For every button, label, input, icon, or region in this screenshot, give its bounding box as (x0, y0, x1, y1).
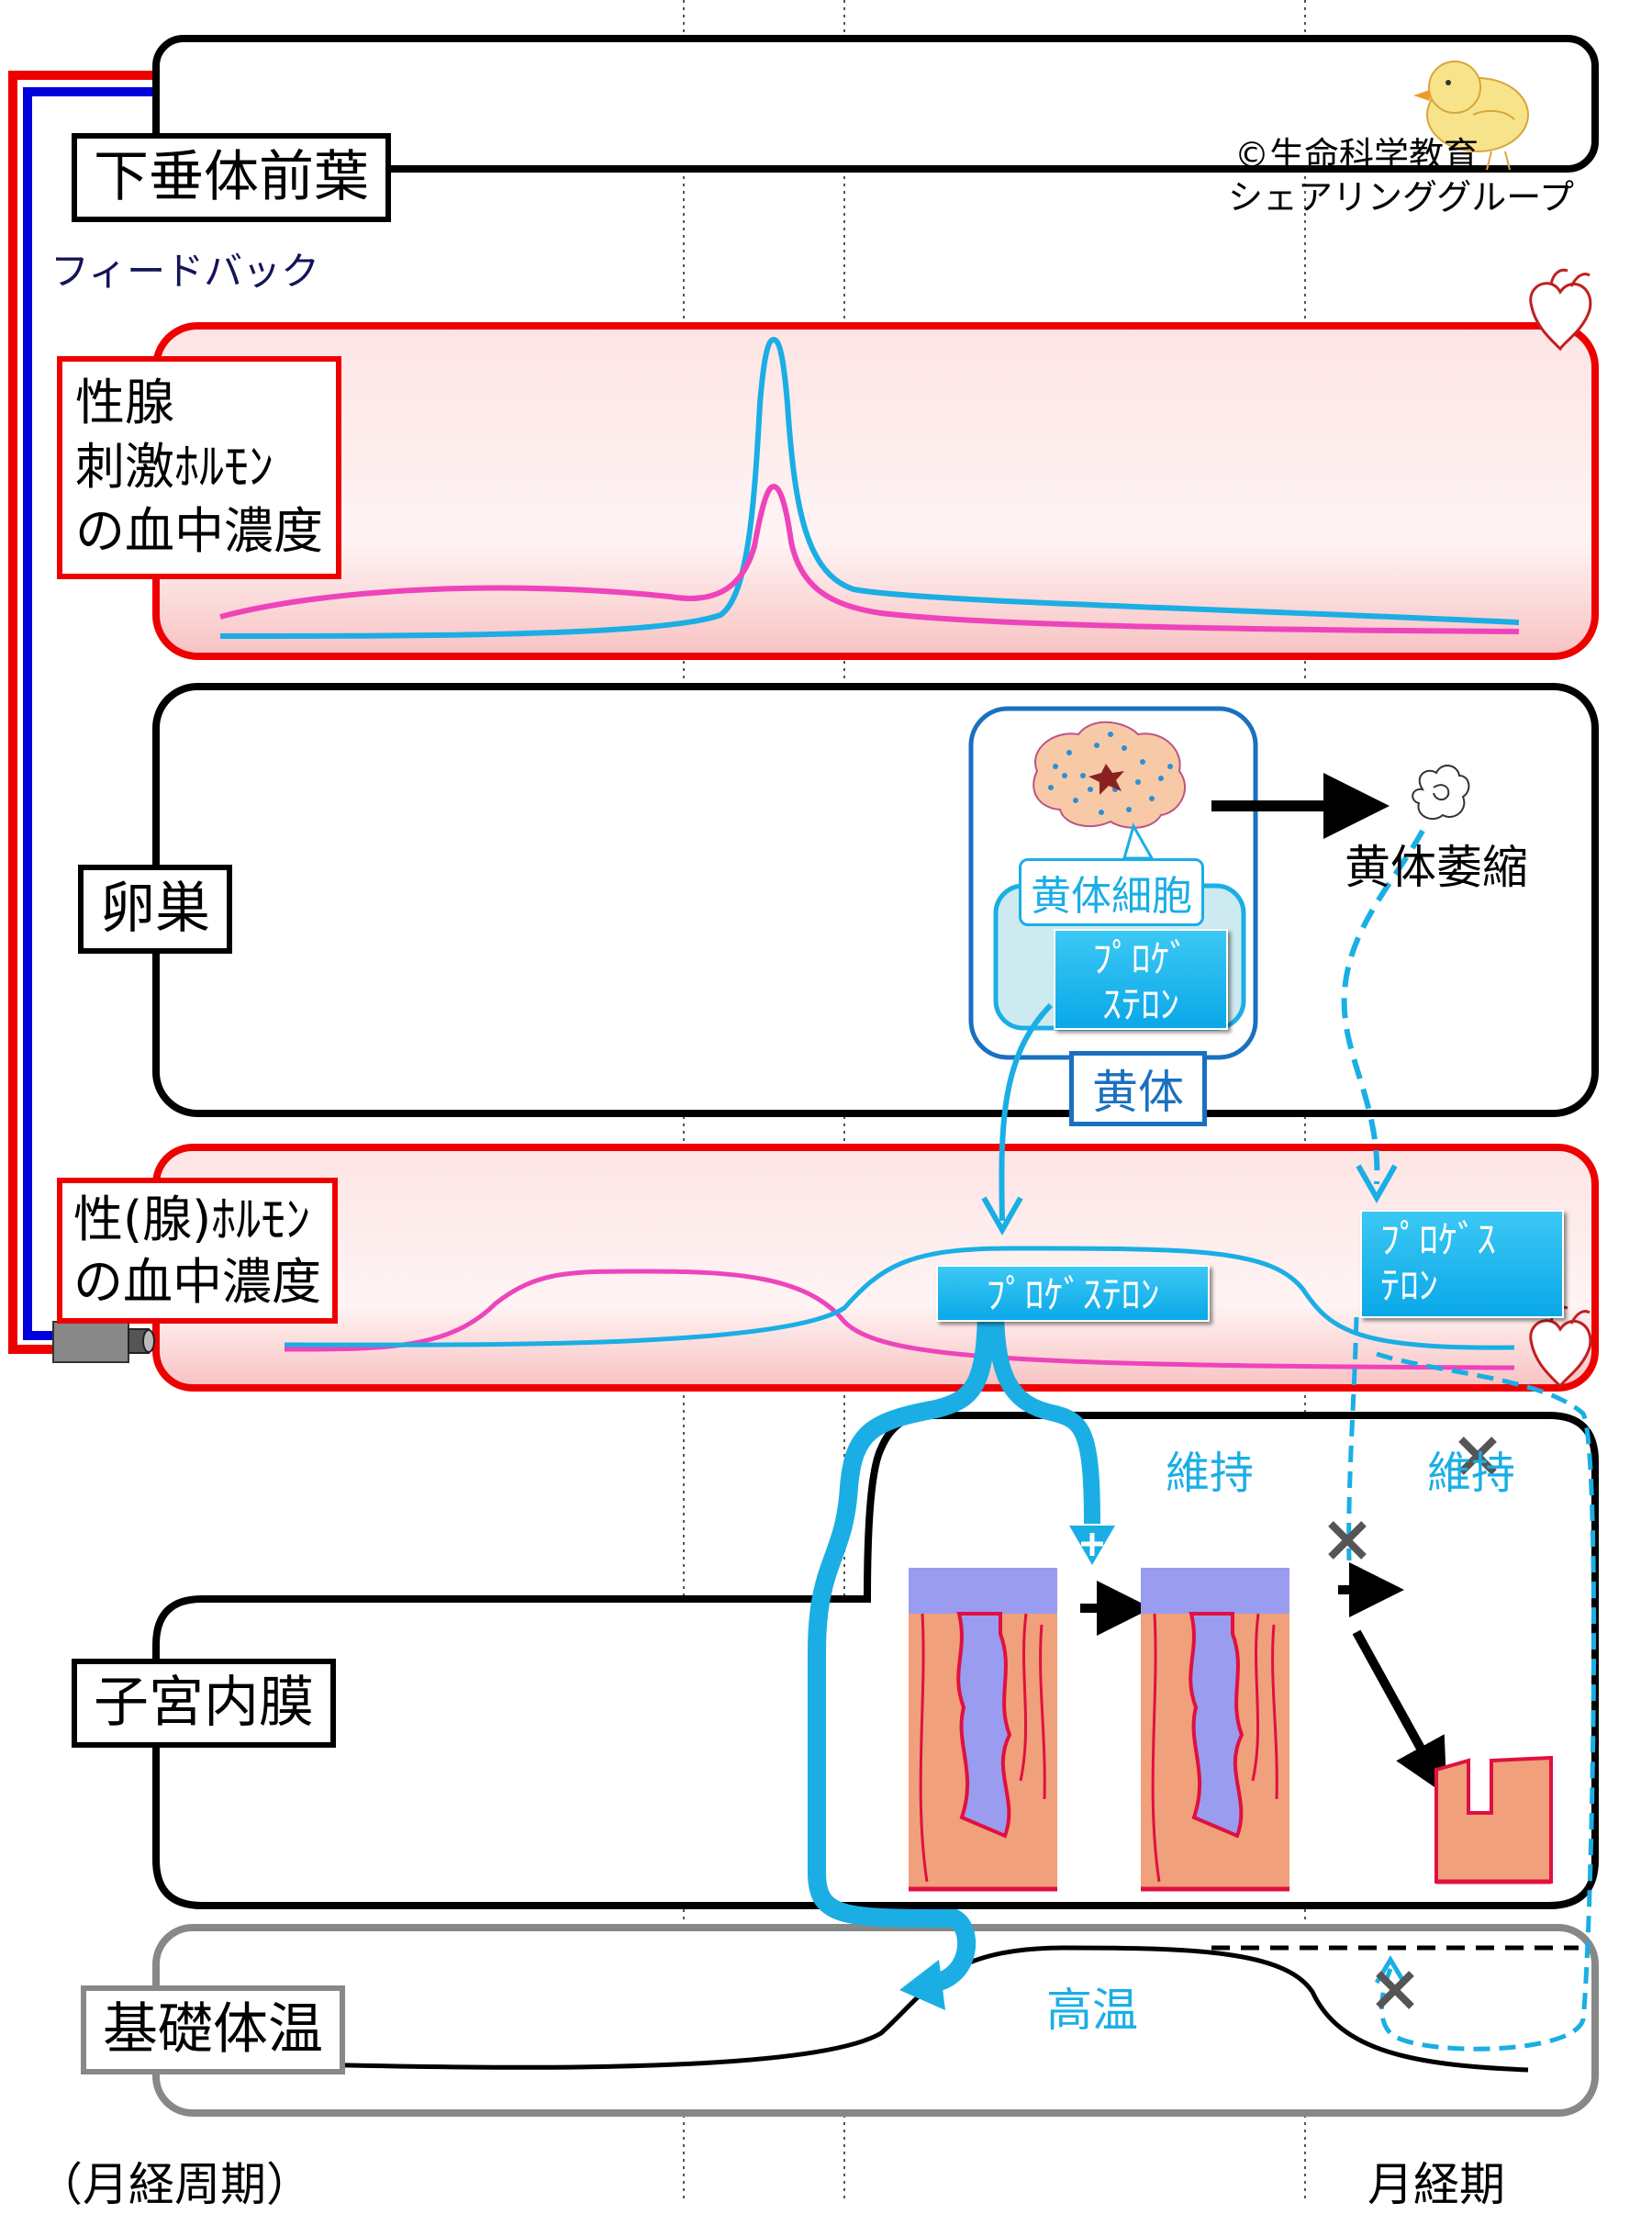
arrow-to-shed (1352, 1629, 1447, 1796)
sex-hormone-label-l1: 性(腺)ﾎﾙﾓﾝ (73, 1191, 311, 1248)
cycle-label: （月経周期） (37, 2158, 312, 2211)
bbt-curve (183, 1945, 1529, 2073)
progesterone-right-l2: ﾃﾛﾝ (1380, 1263, 1439, 1309)
gonadotropin-label-l2: 刺激ﾎﾙﾓﾝ (75, 438, 273, 497)
feedback-label: フィードバック (50, 249, 320, 294)
progesterone-ovary-l2: ｽﾃﾛﾝ (1101, 982, 1179, 1028)
maintain-label: 維持 (1166, 1448, 1255, 1499)
ovary-label: 卵巣 (78, 865, 232, 954)
copyright-line1: ©生命科学教育 (1234, 135, 1479, 175)
endometrium-thick-2 (1141, 1568, 1289, 1892)
endometrium-shed (1434, 1755, 1553, 1884)
copyright-line2: シェアリンググループ (1228, 177, 1574, 218)
atrophy-label: 黄体萎縮 (1345, 841, 1528, 894)
endometrium-panel (152, 1412, 1599, 1909)
lh-curve (219, 336, 1520, 639)
progesterone-ovary-l1: ﾌﾟﾛｹﾞ (1092, 936, 1189, 981)
progesterone-flow-arrow (999, 1002, 1054, 1222)
progesterone-right-box: ﾌﾟﾛｹﾞｽ ﾃﾛﾝ (1360, 1210, 1564, 1318)
atrophy-icon (1412, 765, 1470, 821)
corpus-luteum-label: 黄体 (1069, 1051, 1207, 1126)
progesterone-to-endometrium (808, 1303, 996, 1992)
pituitary-panel (152, 35, 1599, 173)
luteal-cell-label: 黄体細胞 (1019, 858, 1204, 926)
sex-hormone-label-l2: の血中濃度 (73, 1252, 321, 1311)
cross-icons (1328, 1437, 1497, 2009)
heart-icon (1529, 268, 1592, 352)
bbt-label: 基礎体温 (81, 1985, 345, 2074)
luteal-cell-icon (1032, 721, 1186, 829)
estrogen-curve (284, 1269, 1515, 1370)
high-temp-label: 高温 (1046, 1984, 1138, 2037)
fsh-curve (219, 483, 1520, 634)
gonadotropin-label: 性腺 刺激ﾎﾙﾓﾝ の血中濃度 (57, 356, 341, 579)
progesterone-ovary-box: ﾌﾟﾛｹﾞ ｽﾃﾛﾝ (1054, 929, 1228, 1030)
menstruation-label: 月経期 (1367, 2158, 1505, 2211)
maintain-crossed-label: 維持 (1427, 1448, 1516, 1499)
gonadotropin-label-l3: の血中濃度 (75, 502, 323, 561)
endometrium-thick-1 (909, 1568, 1057, 1892)
sex-hormone-label: 性(腺)ﾎﾙﾓﾝ の血中濃度 (57, 1178, 338, 1324)
progesterone-curve (284, 1246, 1515, 1350)
feedback-line (8, 71, 156, 1354)
bbt-panel (152, 1924, 1599, 2117)
progesterone-main-box: ﾌﾟﾛｹﾞｽﾃﾛﾝ (936, 1265, 1210, 1322)
progesterone-right-l1: ﾌﾟﾛｹﾞｽ (1380, 1217, 1497, 1262)
chick-mascot-icon (1413, 61, 1529, 171)
pituitary-label: 下垂体前葉 (72, 133, 391, 222)
gonadotropin-panel (152, 322, 1599, 660)
gonadotropin-label-l1: 性腺 (75, 374, 174, 431)
camera-icon (52, 1321, 155, 1363)
endometrium-label: 子宮内膜 (72, 1659, 336, 1748)
